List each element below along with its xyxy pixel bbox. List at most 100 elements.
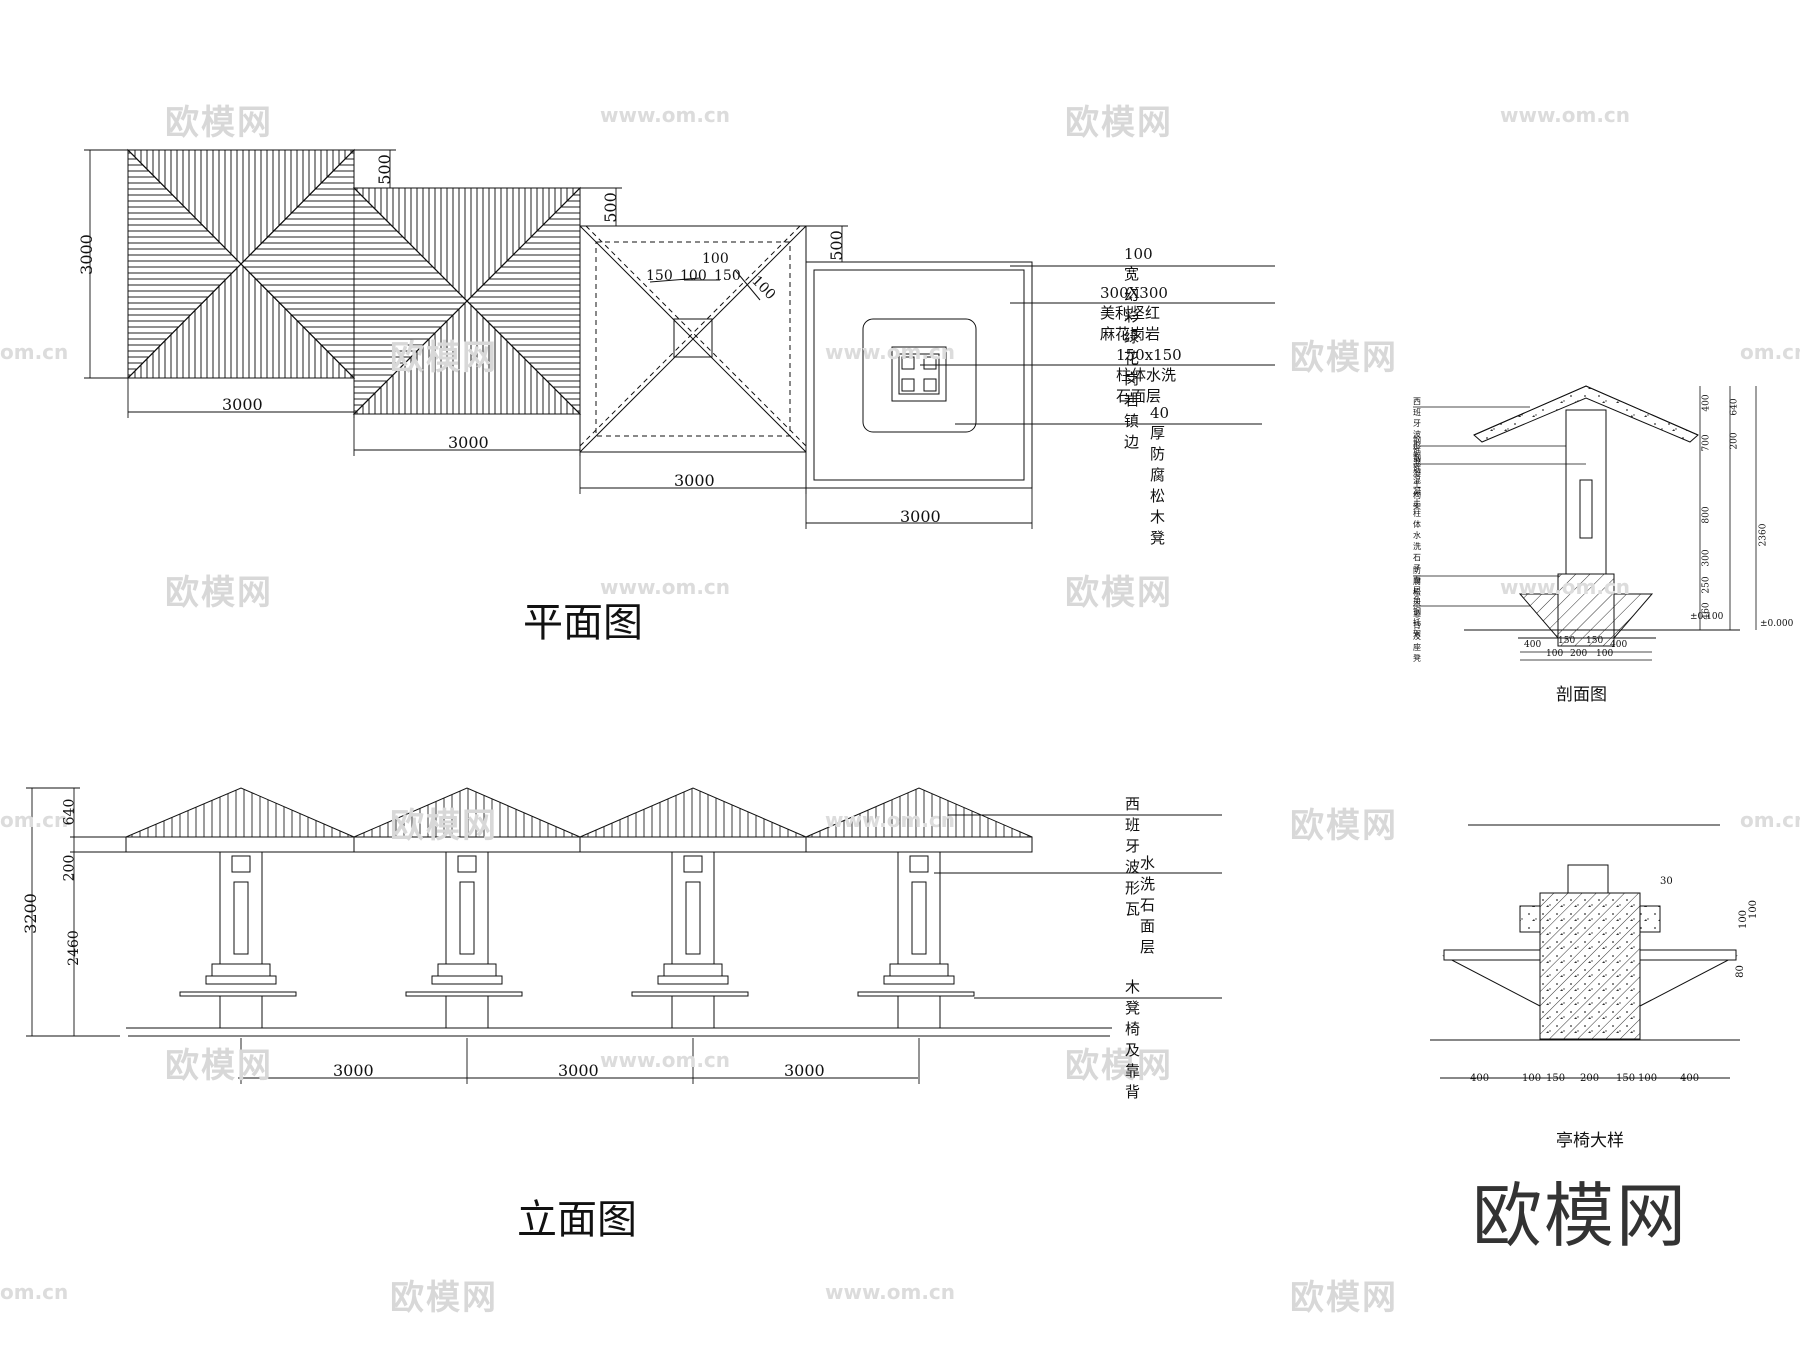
plan-dim-100: 100 xyxy=(702,251,729,267)
detail-title: 亭椅大样 xyxy=(1556,1131,1624,1151)
pavilion-3 xyxy=(579,787,807,1028)
section-dim-bottom: 400 xyxy=(1524,640,1542,650)
section-label-column: 钢筋混凝土柱体水洗石子面层 xyxy=(1413,454,1421,595)
plan-dim-150b: 150 xyxy=(714,268,741,284)
elevation-dim-total: 3200 xyxy=(20,893,40,934)
detail-dim-bottom: 200 xyxy=(1580,1073,1600,1084)
plan-dim-offset-3: 500 xyxy=(826,230,846,261)
plan-title: 平面图 xyxy=(523,600,643,646)
elevation-dim-roof: 640 xyxy=(61,798,78,826)
elevation-title: 立面图 xyxy=(517,1197,637,1243)
section-dim-bottom: 200 xyxy=(1570,649,1588,659)
section-dim: 250 xyxy=(1701,576,1712,594)
watermark-logo: 欧模网 xyxy=(1290,806,1398,846)
section-dim: 400 xyxy=(1701,394,1712,412)
watermark-logo: 欧模网 xyxy=(390,338,498,378)
plan-label-column: 150x150柱体水洗石面层 xyxy=(1116,346,1182,405)
section-dim: 300 xyxy=(1701,549,1712,567)
detail-dim-bottom: 400 xyxy=(1470,1073,1490,1084)
watermark-logo: 欧模网 xyxy=(1290,1278,1398,1318)
elevation-dim-span-2: 3000 xyxy=(558,1061,599,1080)
watermark-logo: 欧模网 xyxy=(1290,338,1398,378)
plan-dim-lines xyxy=(84,149,1033,529)
watermark-logo: 欧模网 xyxy=(390,1278,498,1318)
elevation-leaders xyxy=(934,814,1222,999)
detail-dim-bottom: 150 xyxy=(1616,1073,1636,1084)
plan-dim-width-2: 3000 xyxy=(448,433,489,452)
detail-dim-right: 100 xyxy=(1748,899,1760,920)
plan-label-edge: 100宽幻彩绿花岗岩镇边 xyxy=(1124,245,1153,451)
detail-dim-bottom: 400 xyxy=(1680,1073,1700,1084)
section-dim: 2360 xyxy=(1758,523,1769,547)
section-level: ±0.100 xyxy=(1690,612,1724,622)
detail-dim-bottom: 100 xyxy=(1522,1073,1542,1084)
section-view xyxy=(1413,385,1757,661)
watermark-url: om.cn xyxy=(0,340,69,364)
plan-dim-offset-1: 500 xyxy=(374,154,394,185)
roof-plan-2 xyxy=(352,186,582,416)
watermark-url: om.cn xyxy=(1740,340,1800,364)
watermark-url: om.cn xyxy=(0,808,69,832)
watermark-url: www.om.cn xyxy=(600,103,731,127)
pavilion-1 xyxy=(125,787,355,1028)
watermark-url: www.om.cn xyxy=(1500,103,1631,127)
elevation-dim-span-3: 3000 xyxy=(784,1061,825,1080)
section-dim-bottom: 150 xyxy=(1586,636,1604,646)
roof-plan-1 xyxy=(126,148,356,380)
watermark-url: www.om.cn xyxy=(825,340,956,364)
watermark-url: www.om.cn xyxy=(825,808,956,832)
section-label-bench: 防腐松木靠背及座凳 xyxy=(1413,566,1421,663)
section-dim: 800 xyxy=(1701,506,1712,524)
detail-view xyxy=(1430,824,1740,1079)
plan-leaders xyxy=(920,265,1275,425)
section-label-bracket: 角钢托架 xyxy=(1413,596,1421,638)
watermark-url: om.cn xyxy=(1740,808,1800,832)
section-label-tile: 西班牙波形瓦 xyxy=(1413,397,1421,461)
elevation-dim-lines xyxy=(26,787,920,1084)
detail-dim-bottom: 100 xyxy=(1638,1073,1658,1084)
section-dim: 640 xyxy=(1729,398,1740,416)
pavilion-4 xyxy=(805,787,1033,1028)
plan-dim-offset-2: 500 xyxy=(600,192,620,223)
plan-dim-height: 3000 xyxy=(76,234,96,275)
plan-dim-100b: 100 xyxy=(680,268,707,284)
watermark-logo: 欧模网 xyxy=(1065,573,1173,613)
elevation-dim-column: 2460 xyxy=(65,930,82,966)
plan-label-bench: 40厚防腐松木凳 xyxy=(1150,404,1170,547)
pavement-plan xyxy=(805,261,1033,489)
section-dim-bottom: 150 xyxy=(1558,636,1576,646)
plan-dim-width-4: 3000 xyxy=(900,507,941,526)
detail-dim-right: 30 xyxy=(1660,876,1673,887)
pavilion-2 xyxy=(353,787,581,1028)
section-dim: 700 xyxy=(1701,434,1712,452)
detail-dim-bottom: 150 xyxy=(1546,1073,1566,1084)
section-label-frame: 钢筋混凝土构架 xyxy=(1413,436,1421,511)
watermark-logo: 欧模网 xyxy=(1065,103,1173,143)
elevation-label-bench: 木凳椅及靠背 xyxy=(1125,978,1141,1101)
elevation-label-finish: 水洗石面层 xyxy=(1140,854,1156,956)
watermark-logo: 欧模网 xyxy=(165,103,273,143)
elevation-dim-span-1: 3000 xyxy=(333,1061,374,1080)
detail-dim-right: 80 xyxy=(1734,965,1746,978)
watermark-url: om.cn xyxy=(0,1280,69,1304)
plan-dim-width-3: 3000 xyxy=(674,471,715,490)
brand-logo: 欧模网 xyxy=(1472,1175,1688,1257)
detail-dim-right: 100 xyxy=(1738,909,1750,930)
section-dim-bottom: 100 xyxy=(1596,649,1614,659)
section-dim-bottom: 100 xyxy=(1546,649,1564,659)
watermark-logo: 欧模网 xyxy=(165,1046,273,1086)
watermark-url: www.om.cn xyxy=(600,1048,731,1072)
watermark-logo: 欧模网 xyxy=(165,573,273,613)
section-leaders xyxy=(1413,406,1586,607)
plan-dim-150a: 150 xyxy=(646,268,673,284)
section-dim-lines xyxy=(1520,386,1757,661)
elevation-label-tile: 西班牙波形瓦 xyxy=(1125,795,1141,918)
plan-label-paving: 300X300美利坚红麻花岗岩 xyxy=(1100,284,1168,343)
section-title: 剖面图 xyxy=(1556,685,1607,705)
watermark-logo: 欧模网 xyxy=(390,806,498,846)
watermark-logo: 欧模网 xyxy=(1065,1046,1173,1086)
section-level: ±0.000 xyxy=(1760,619,1794,629)
plan-dim-width-1: 3000 xyxy=(222,395,263,414)
watermark-url: www.om.cn xyxy=(600,575,731,599)
